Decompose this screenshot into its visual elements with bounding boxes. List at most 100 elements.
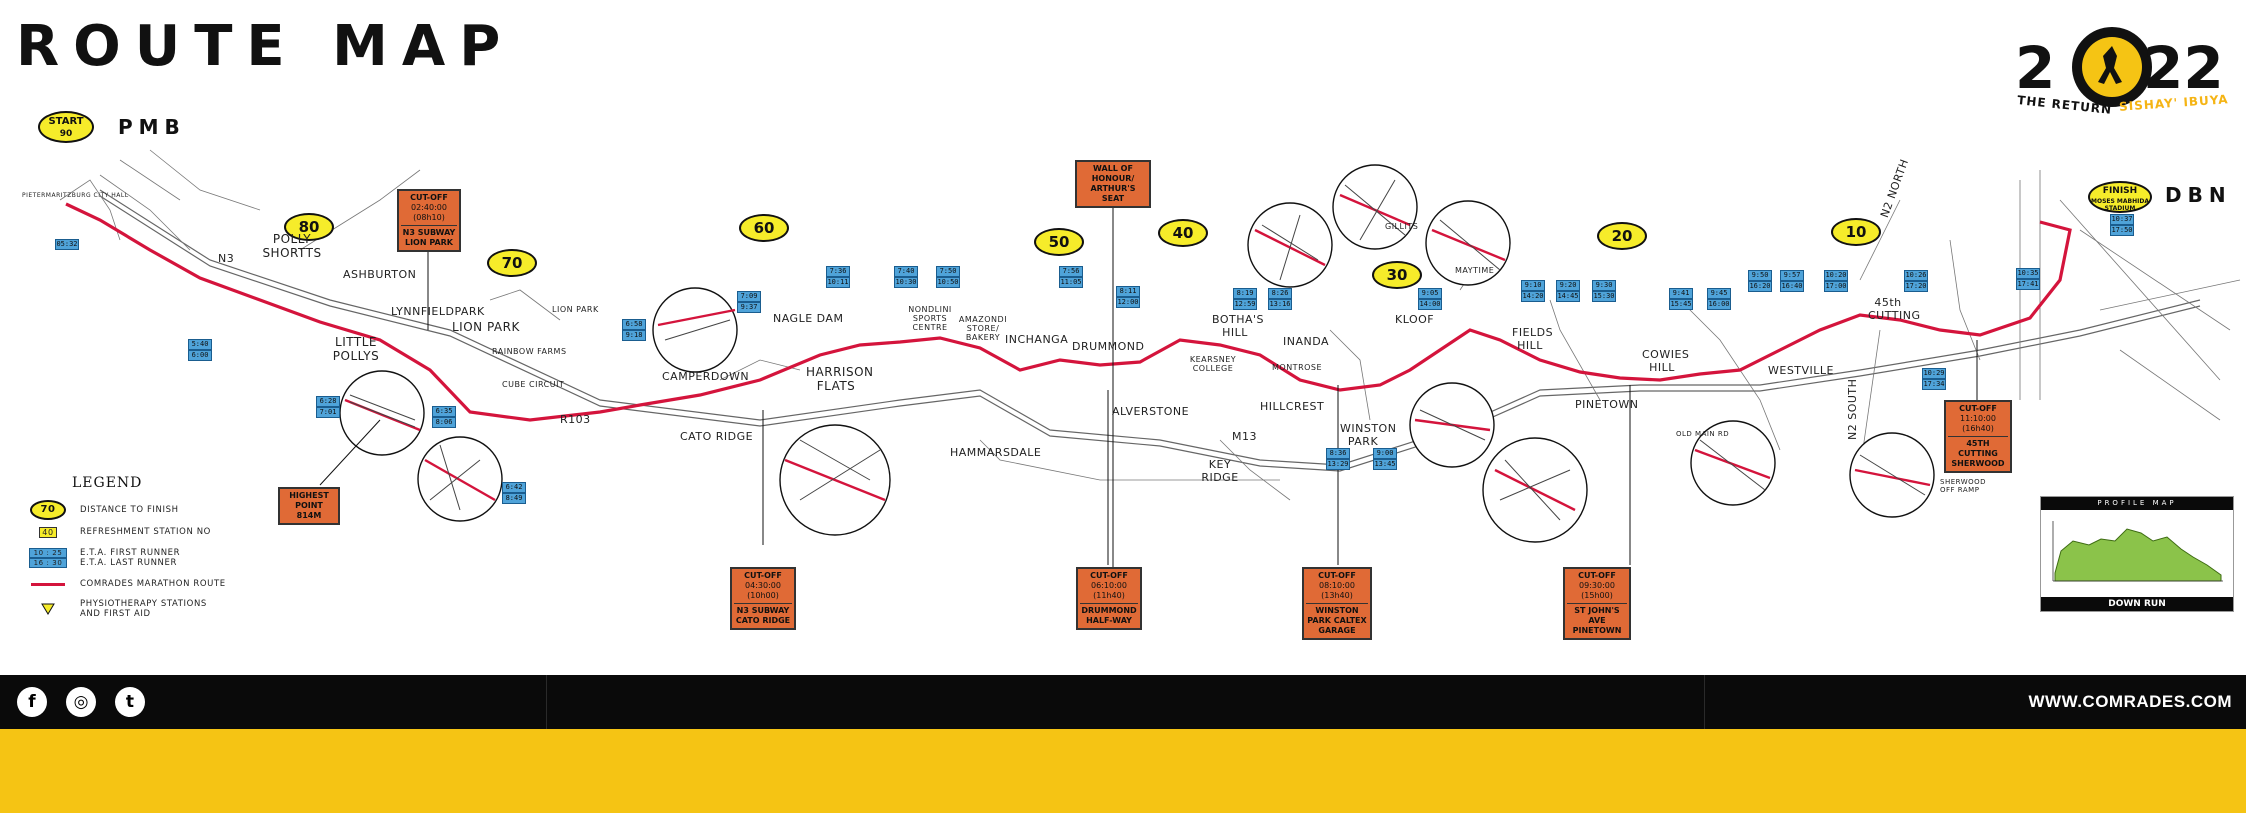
place-winston-park: WINSTON PARK <box>1340 422 1397 448</box>
place-amazondi: AMAZONDI STORE/ BAKERY <box>958 315 1008 342</box>
legend-eta-first-symbol: 10 : 25 <box>28 548 68 558</box>
legend-refresh-symbol: 40 <box>39 526 57 538</box>
legend-eta-last-symbol: 16 : 30 <box>28 558 68 568</box>
legend-row-refresh: 40 REFRESHMENT STATION NO <box>16 521 246 543</box>
profile-chart <box>2052 521 2223 582</box>
cutoff-title: CUT-OFF <box>1090 571 1128 580</box>
place-lion-park-2: LION PARK <box>552 305 599 314</box>
legend-route-symbol <box>31 582 65 586</box>
website-link[interactable]: WWW.COMRADES.COM <box>2028 692 2232 711</box>
highest-point-value: 814M <box>296 511 322 520</box>
place-inanda: INANDA <box>1283 335 1330 348</box>
instagram-icon[interactable]: ◎ <box>66 687 96 717</box>
cutoff-time: 06:10:00 (11h40) <box>1091 581 1127 600</box>
distance-marker-70: 70 <box>487 249 537 277</box>
place-harrison-flats: HARRISON FLATS <box>806 365 874 393</box>
legend-row-eta: 10 : 25 16 : 30 E.T.A. FIRST RUNNER E.T.… <box>16 543 246 573</box>
page-title: ROUTE MAP <box>16 14 515 79</box>
place-kloof: KLOOF <box>1395 313 1435 326</box>
legend-title: LEGEND <box>72 475 143 491</box>
facebook-icon[interactable]: f <box>17 687 47 717</box>
dbn-label: DBN <box>2165 183 2232 207</box>
cutoff-title: CUT-OFF <box>1318 571 1356 580</box>
finish-value: MOSES MABHIDA STADIUM <box>2091 198 2149 212</box>
cutoff-place: N3 SUBWAY LION PARK <box>402 228 456 247</box>
place-bothas-hill: BOTHA'S HILL <box>1212 313 1265 339</box>
place-45th-cutting: 45th CUTTING <box>1868 296 1921 322</box>
comrades-route <box>65 202 2072 422</box>
footer-bar: f ◎ t WWW.COMRADES.COM <box>0 675 2246 729</box>
cutoff-place: DRUMMOND HALF-WAY <box>1081 606 1137 625</box>
detail-circles <box>339 164 1935 543</box>
road-r103-label: R103 <box>560 413 591 426</box>
distance-marker-40: 40 <box>1158 219 1208 247</box>
legend-physio-text: PHYSIOTHERAPY STATIONS <box>80 599 207 609</box>
cutoff-title: CUT-OFF <box>1959 404 1997 413</box>
cutoff-drummond: CUT-OFF 06:10:00 (11h40) DRUMMOND HALF-W… <box>1076 567 1142 630</box>
place-lynnfield-park: LYNNFIELDPARK <box>391 305 485 318</box>
callout-lines <box>319 190 1978 572</box>
place-inchanga: INCHANGA <box>1005 333 1069 346</box>
place-rainbow-farms: RAINBOW FARMS <box>492 347 567 356</box>
footer-divider <box>1704 675 1705 729</box>
legend-eta-first-text: E.T.A. FIRST RUNNER <box>80 548 181 558</box>
cutoff-place: 45TH CUTTING SHERWOOD <box>1951 439 2005 468</box>
distance-marker-80: 80 <box>284 213 334 241</box>
legend-physio-text-2: AND FIRST AID <box>80 609 151 619</box>
place-lion-park: LION PARK <box>452 320 520 334</box>
place-fields-hill: FIELDS HILL <box>1512 326 1554 352</box>
distance-marker-60: 60 <box>739 214 789 242</box>
cutoff-time: 09:30:00 (15h00) <box>1579 581 1615 600</box>
place-pinetown: PINETOWN <box>1575 398 1639 411</box>
cutoff-sherwood: CUT-OFF 11:10:00 (16h40) 45TH CUTTING SH… <box>1944 400 2012 473</box>
place-hammarsdale: HAMMARSDALE <box>950 446 1042 459</box>
comrades-seal-icon <box>2072 27 2152 107</box>
cutoff-pinetown: CUT-OFF 09:30:00 (15h00) ST JOHN'S AVE P… <box>1563 567 1631 640</box>
cutoff-place: N3 SUBWAY CATO RIDGE <box>735 606 791 625</box>
distance-marker-20: 20 <box>1597 222 1647 250</box>
legend-distance-text: DISTANCE TO FINISH <box>80 505 179 515</box>
place-key-ridge: KEY RIDGE <box>1201 458 1239 484</box>
place-kearsney: KEARSNEY COLLEGE <box>1189 355 1237 373</box>
legend-refresh-text: REFRESHMENT STATION NO <box>80 527 211 537</box>
twitter-icon[interactable]: t <box>115 687 145 717</box>
place-cowies-hill: COWIES HILL <box>1642 348 1690 374</box>
eta-chip: 05:32 <box>55 239 79 250</box>
place-old-main-rd: OLD MAIN RD <box>1676 430 1730 438</box>
start-marker: START 90 <box>38 111 94 143</box>
road-m13-label: M13 <box>1232 430 1257 443</box>
pmb-label: PMB <box>118 115 186 139</box>
profile-map: PROFILE MAP DOWN RUN <box>2040 496 2234 612</box>
place-gillits: GILLITS <box>1385 222 1419 231</box>
legend: LEGEND 70 DISTANCE TO FINISH 40 REFRESHM… <box>16 475 246 623</box>
cutoff-time: 11:10:00 (16h40) <box>1960 414 1996 433</box>
highest-point-title: HIGHEST POINT <box>289 491 329 510</box>
cutoff-title: CUT-OFF <box>410 193 448 202</box>
place-ashburton: ASHBURTON <box>343 268 417 281</box>
cutoff-time: 04:30:00 (10h00) <box>745 581 781 600</box>
place-montrose: MONTROSE <box>1272 363 1323 372</box>
place-drummond: DRUMMOND <box>1072 340 1145 353</box>
road-n3-label: N3 <box>218 252 235 265</box>
circle-roads <box>349 179 1926 521</box>
footer-divider <box>546 675 547 729</box>
cutoff-title: CUT-OFF <box>744 571 782 580</box>
highest-point-box: HIGHEST POINT 814M <box>278 487 340 525</box>
legend-eta-last-text: E.T.A. LAST RUNNER <box>80 558 177 568</box>
